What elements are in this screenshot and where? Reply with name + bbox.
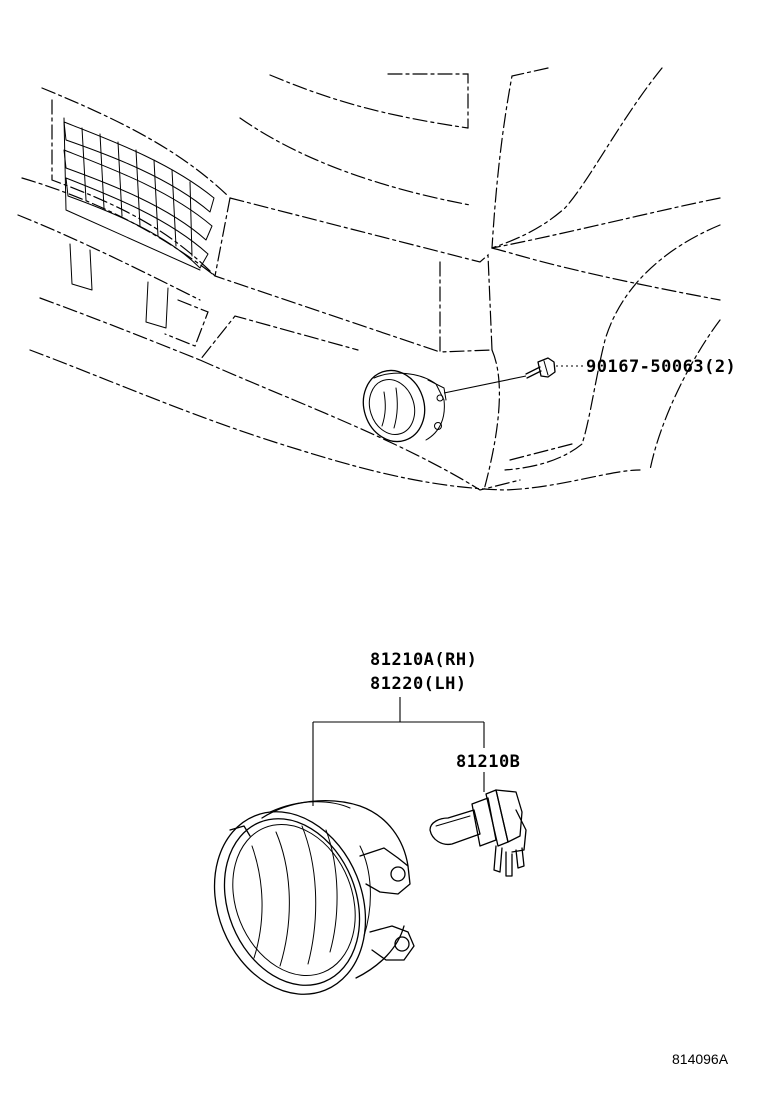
bulb-with-socket-icon xyxy=(429,789,527,877)
fog-lamp-installed-icon xyxy=(362,369,447,443)
grille-icon xyxy=(63,117,215,271)
callout-fog-lamp-rh: 81210A(RH) xyxy=(370,650,477,670)
callout-fog-lamp-lh: 81220(LH) xyxy=(370,674,467,694)
screw-icon xyxy=(525,357,556,379)
figure-id: 814096A xyxy=(672,1051,729,1067)
fog-lamp-assembly-icon xyxy=(213,799,415,995)
callout-bulb: 81210B xyxy=(456,752,520,772)
callout-bracket xyxy=(312,697,485,806)
callout-screw: 90167-50063(2) xyxy=(586,357,736,377)
screw-leader-line xyxy=(443,375,527,394)
vehicle-front-outline-icon xyxy=(17,67,721,491)
